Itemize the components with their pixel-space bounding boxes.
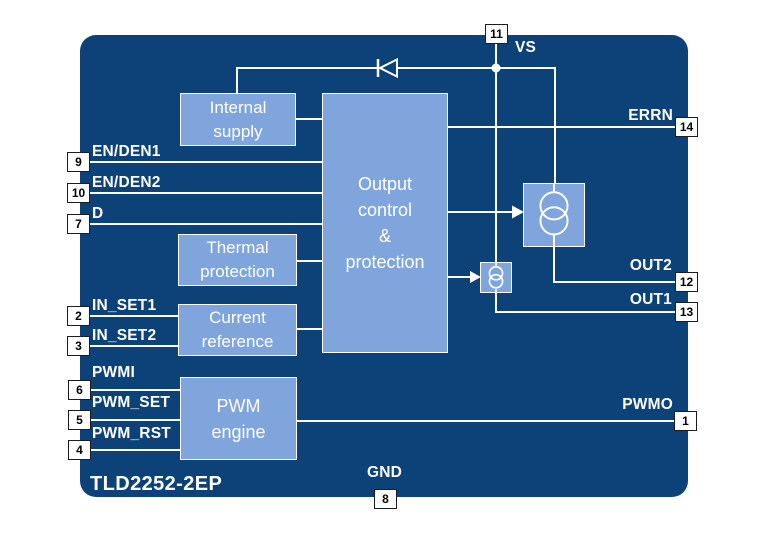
junction-dot xyxy=(491,63,501,73)
current-source-small-icon xyxy=(480,262,512,293)
label-in-set2: IN_SET2 xyxy=(92,327,157,344)
wire-out1 xyxy=(495,292,677,313)
label-pwm-set: PWM_SET xyxy=(92,394,171,411)
block-internal-supply: Internal supply xyxy=(180,93,296,146)
block-pwm-engine: PWM engine xyxy=(180,377,297,460)
pin-9-en-den1: 9 xyxy=(67,152,90,172)
current-source-large-icon xyxy=(523,183,585,247)
pin-6-pwmi: 6 xyxy=(68,380,91,400)
pin-14-errn: 14 xyxy=(675,117,698,137)
label-vs: VS xyxy=(515,39,537,56)
pin-11-vs: 11 xyxy=(485,24,508,44)
pin-13-out1: 13 xyxy=(675,302,698,322)
pin-7-d: 7 xyxy=(67,214,90,234)
part-number-title: TLD2252-2EP xyxy=(90,473,223,495)
label-pwmo: PWMO xyxy=(622,396,673,413)
pin-4-pwm-rst: 4 xyxy=(68,440,91,460)
pin-10-en-den2: 10 xyxy=(67,183,90,203)
label-out2: OUT2 xyxy=(629,257,672,274)
pin-5-pwm-set: 5 xyxy=(68,410,91,430)
pin-12-out2: 12 xyxy=(675,272,698,292)
label-en-den2: EN/DEN2 xyxy=(92,174,161,191)
diode-icon xyxy=(376,57,398,79)
pin-2-in-set1: 2 xyxy=(67,306,90,326)
wire-out2 xyxy=(553,246,677,283)
label-out1: OUT1 xyxy=(629,291,672,308)
label-in-set1: IN_SET1 xyxy=(92,297,157,314)
label-d: D xyxy=(92,205,104,222)
block-output-control: Output control & protection xyxy=(322,93,448,353)
label-pwm-rst: PWM_RST xyxy=(92,425,171,442)
pin-1-pwmo: 1 xyxy=(674,411,697,431)
block-current-reference: Current reference xyxy=(178,304,297,356)
block-thermal-protection: Thermal protection xyxy=(178,234,297,286)
label-pwmi: PWMI xyxy=(92,364,135,381)
pin-3-in-set2: 3 xyxy=(67,336,90,356)
label-errn: ERRN xyxy=(628,107,673,124)
label-gnd: GND xyxy=(367,464,403,481)
pin-8-gnd: 8 xyxy=(374,489,397,509)
arrowhead-cs-small xyxy=(470,271,481,283)
arrowhead-cs-large xyxy=(512,205,524,219)
label-en-den1: EN/DEN1 xyxy=(92,143,161,160)
